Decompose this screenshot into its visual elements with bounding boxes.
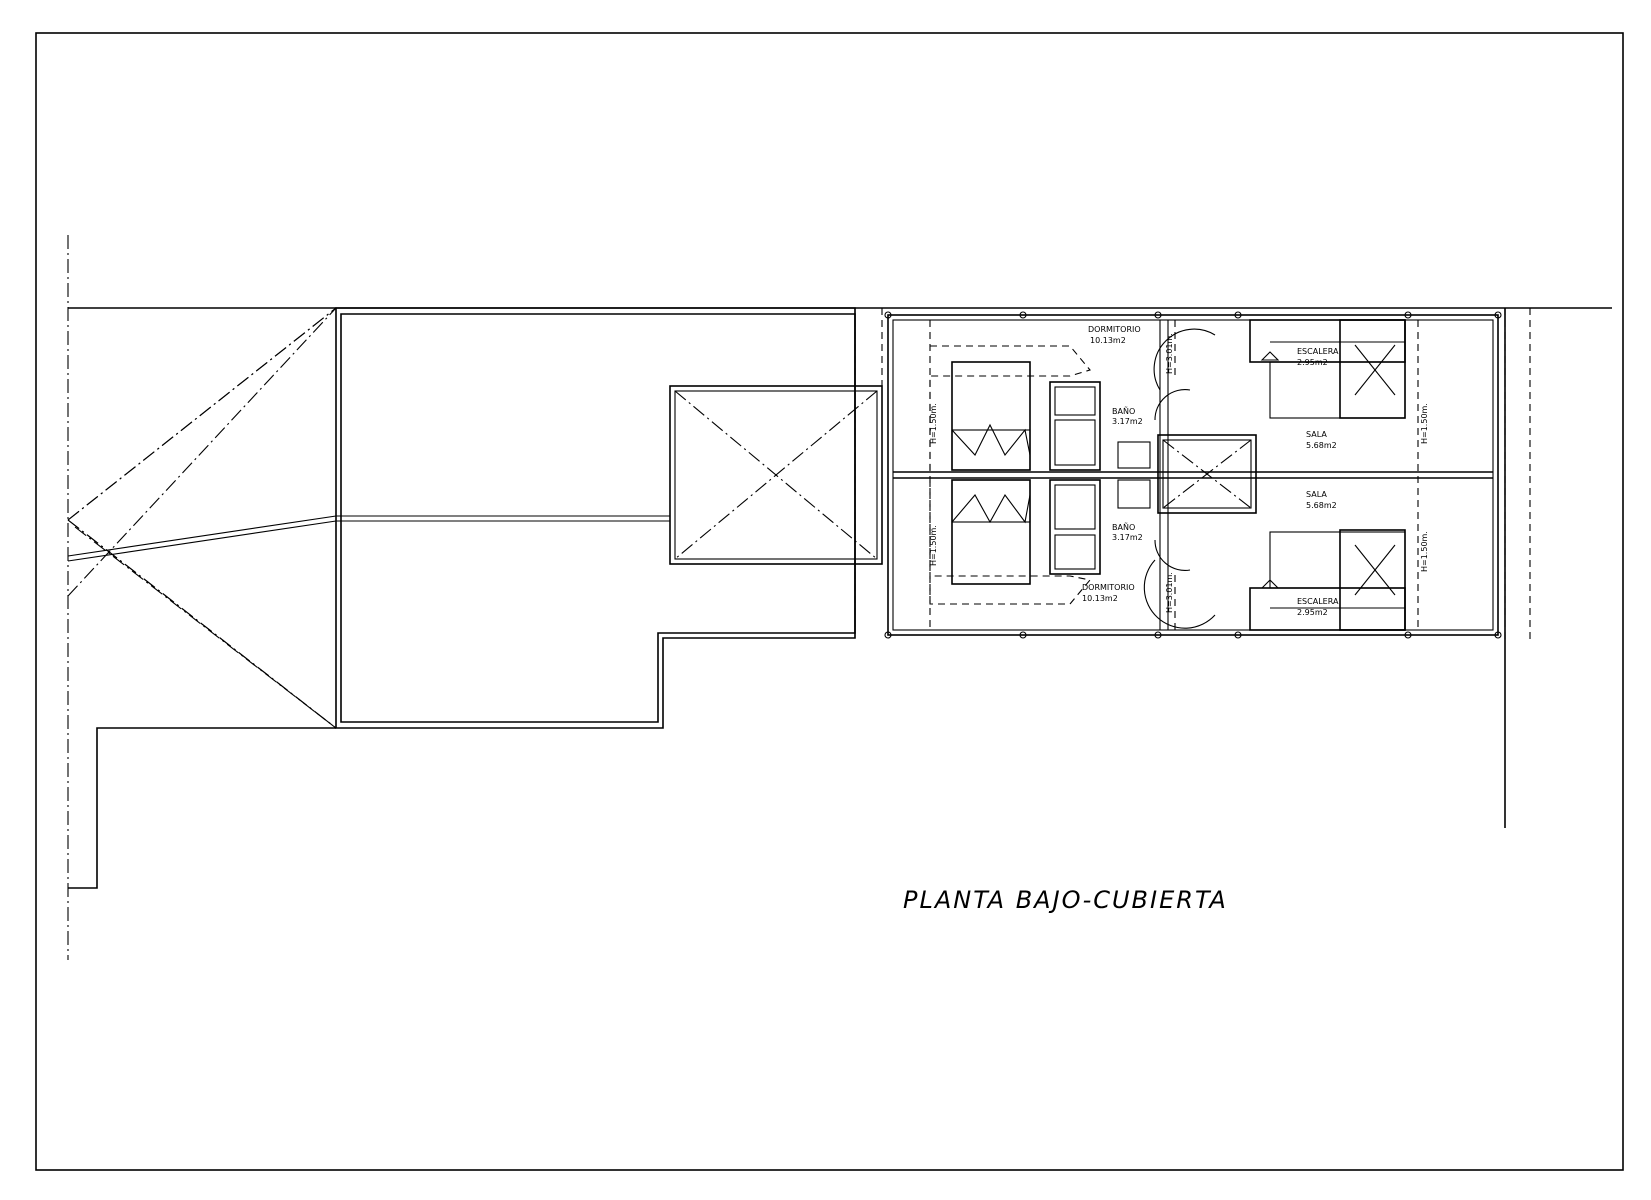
escalera-bottom-label: ESCALERA bbox=[1297, 597, 1339, 606]
sala-bottom-label: SALA bbox=[1306, 490, 1327, 499]
core bbox=[1143, 320, 1257, 630]
sheet-border bbox=[35, 32, 1624, 1171]
escalera-top-area: 2.95m2 bbox=[1297, 358, 1328, 367]
sala-top-label: SALA bbox=[1306, 430, 1327, 439]
escalera-top-label: ESCALERA bbox=[1297, 347, 1339, 356]
height-label-high-1: H=3.01m. bbox=[1165, 333, 1174, 374]
stair-bottom bbox=[1249, 529, 1406, 631]
column-markers bbox=[884, 311, 1502, 639]
sala-top-area: 5.68m2 bbox=[1306, 441, 1337, 450]
roof-terrace bbox=[335, 307, 883, 729]
stair-top bbox=[1249, 319, 1406, 419]
building-outline bbox=[884, 308, 1531, 828]
height-label-low-4: H=1.50m. bbox=[1420, 531, 1429, 572]
bano-bottom-area: 3.17m2 bbox=[1112, 533, 1143, 542]
bedroom-top bbox=[929, 345, 1151, 471]
height-lines bbox=[929, 320, 1419, 630]
dormitorio-top-label: DORMITORIO bbox=[1088, 325, 1141, 334]
dormitorio-bottom-label: DORMITORIO bbox=[1082, 583, 1135, 592]
height-label-low-2: H=1.50m. bbox=[929, 525, 938, 566]
bano-top-label: BAÑO bbox=[1112, 406, 1135, 416]
bedroom-bottom bbox=[929, 479, 1151, 605]
height-label-low-3: H=1.50m. bbox=[1420, 403, 1429, 444]
escalera-bottom-area: 2.95m2 bbox=[1297, 608, 1328, 617]
drawing-title: PLANTA BAJO-CUBIERTA bbox=[903, 886, 1228, 914]
height-label-low-1: H=1.50m. bbox=[929, 403, 938, 444]
dormitorio-top-area: 10.13m2 bbox=[1090, 336, 1126, 345]
site-outline bbox=[67, 235, 1612, 960]
height-label-high-2: H=3.01m. bbox=[1165, 572, 1174, 613]
sala-bottom-area: 5.68m2 bbox=[1306, 501, 1337, 510]
bano-top-area: 3.17m2 bbox=[1112, 417, 1143, 426]
dormitorio-bottom-area: 10.13m2 bbox=[1082, 594, 1118, 603]
bano-bottom-label: BAÑO bbox=[1112, 522, 1135, 532]
